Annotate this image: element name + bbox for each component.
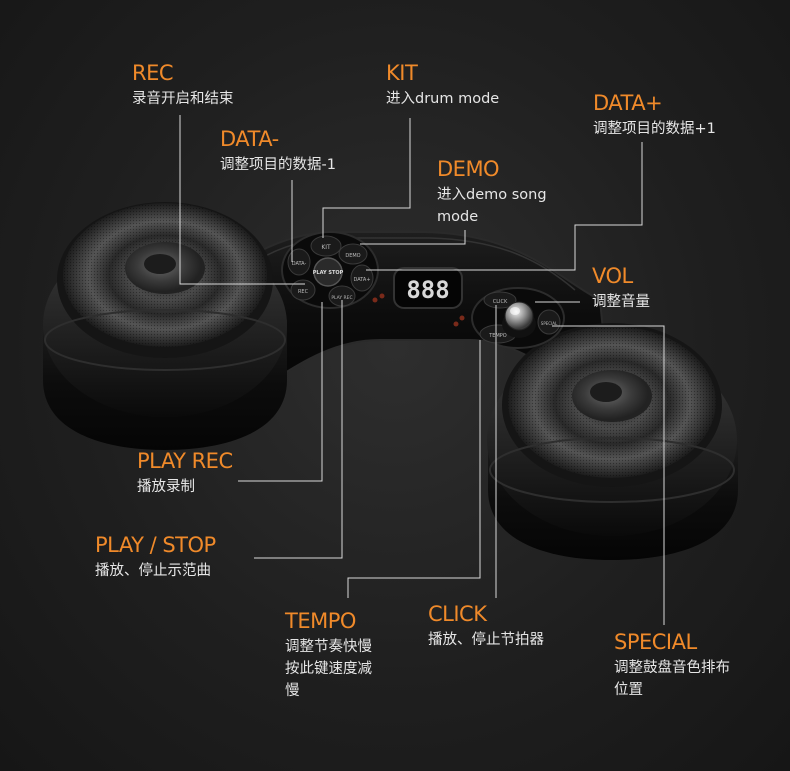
kit-title: KIT — [386, 61, 418, 85]
demo-desc-line2: mode — [437, 209, 479, 225]
play-rec-desc: 播放录制 — [137, 479, 195, 495]
click-button[interactable]: CLICK — [483, 291, 517, 309]
svg-text:SPECIAL: SPECIAL — [541, 321, 558, 326]
data-plus-button[interactable]: DATA+ — [350, 264, 374, 292]
play-stop-desc: 播放、停止示范曲 — [95, 563, 211, 579]
rec-leader — [179, 115, 305, 285]
data-plus-leader — [366, 142, 643, 271]
left-button-cluster: KIT DATA- DEMO DATA+ REC PLAY REC — [281, 231, 379, 309]
demo-desc-line1: 进入demo song — [437, 187, 547, 203]
play-rec-leader — [238, 302, 323, 482]
play-stop-title: PLAY / STOP — [95, 533, 216, 557]
callout-kit: KIT 进入drum mode — [386, 60, 499, 110]
tempo-title: TEMPO — [285, 609, 356, 633]
play-stop-leader — [254, 300, 343, 559]
vol-title: VOL — [592, 264, 633, 288]
demo-title: DEMO — [437, 157, 500, 181]
svg-text:TEMPO: TEMPO — [488, 333, 507, 339]
demo-leader — [360, 230, 466, 245]
rec-desc: 录音开启和结束 — [132, 91, 234, 107]
tempo-desc-line3: 慢 — [285, 683, 300, 699]
data-minus-title: DATA- — [220, 127, 279, 151]
volume-knob[interactable] — [502, 301, 536, 338]
svg-text:DATA-: DATA- — [292, 261, 307, 267]
data-minus-button[interactable]: DATA- — [287, 248, 311, 276]
svg-text:KIT: KIT — [321, 244, 331, 251]
svg-text:PLAY STOP: PLAY STOP — [313, 270, 344, 276]
callout-data-plus: DATA+ 调整项目的数据+1 — [593, 90, 716, 140]
vol-desc: 调整音量 — [592, 294, 650, 310]
status-led — [453, 321, 459, 327]
callout-data-minus: DATA- 调整项目的数据-1 — [220, 126, 336, 176]
svg-text:REC: REC — [298, 289, 309, 295]
callout-demo: DEMO 进入demo song mode — [437, 156, 547, 228]
status-led — [379, 293, 385, 299]
tempo-desc-line2: 按此键速度减 — [285, 661, 372, 677]
left-drum-pad[interactable] — [43, 202, 287, 450]
click-title: CLICK — [428, 602, 487, 626]
svg-text:PLAY REC: PLAY REC — [331, 295, 352, 301]
svg-text:CLICK: CLICK — [493, 299, 508, 305]
kit-button[interactable]: KIT — [310, 235, 342, 257]
kit-leader — [322, 118, 411, 238]
special-desc-line1: 调整鼓盘音色排布 — [614, 660, 730, 676]
svg-text:DEMO: DEMO — [345, 253, 360, 259]
data-plus-desc: 调整项目的数据+1 — [593, 121, 716, 137]
callout-click: CLICK 播放、停止节拍器 — [428, 601, 544, 651]
special-leader — [552, 325, 665, 625]
play-rec-title: PLAY REC — [137, 449, 233, 473]
tempo-leader — [347, 340, 481, 598]
status-led — [372, 297, 378, 303]
callout-play-rec: PLAY REC 播放录制 — [137, 448, 233, 498]
led-display: 888 — [393, 267, 463, 309]
callout-vol: VOL 调整音量 — [592, 263, 650, 313]
status-led — [459, 315, 465, 321]
callout-play-stop: PLAY / STOP 播放、停止示范曲 — [95, 532, 216, 582]
right-button-cluster: CLICK TEMPO SPECIAL — [471, 287, 565, 349]
svg-text:DATA+: DATA+ — [353, 277, 370, 283]
tempo-desc-line1: 调整节奏快慢 — [285, 639, 372, 655]
play-stop-button[interactable]: PLAY STOP — [313, 257, 344, 287]
special-desc-line2: 位置 — [614, 682, 643, 698]
callout-tempo: TEMPO 调整节奏快慢 按此键速度减 慢 — [285, 608, 372, 702]
special-title: SPECIAL — [614, 630, 697, 654]
rec-button[interactable]: REC — [290, 279, 316, 301]
click-desc: 播放、停止节拍器 — [428, 632, 544, 648]
data-minus-desc: 调整项目的数据-1 — [220, 157, 336, 173]
special-button[interactable]: SPECIAL — [537, 309, 561, 335]
callout-special: SPECIAL 调整鼓盘音色排布 位置 — [614, 629, 730, 701]
data-plus-title: DATA+ — [593, 91, 663, 115]
display-readout: 888 — [406, 276, 449, 304]
demo-button[interactable]: DEMO — [338, 243, 368, 265]
rec-title: REC — [132, 61, 174, 85]
callout-rec: REC 录音开启和结束 — [132, 60, 234, 110]
kit-desc: 进入drum mode — [386, 91, 500, 107]
